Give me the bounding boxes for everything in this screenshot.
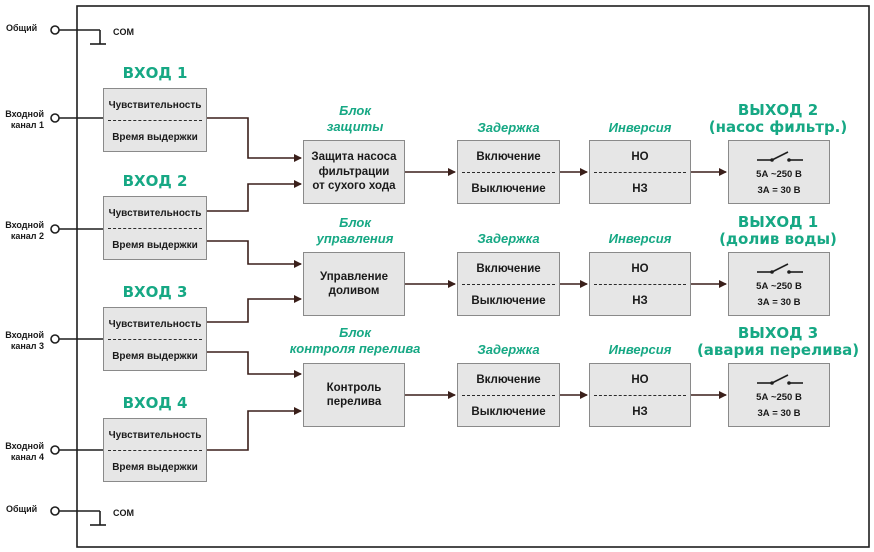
- terminal-common-bottom: [50, 506, 60, 516]
- output-2-relay-box: 5А ~250 В 3А = 30 В: [728, 140, 830, 204]
- input-channel-2-label: Входной канал 2: [5, 220, 44, 242]
- delay-2-box: Включение Выключение: [457, 252, 560, 316]
- output-2-spec-ac: 5А ~250 В: [756, 169, 802, 180]
- divider: [108, 450, 202, 451]
- divider: [462, 172, 555, 173]
- module-frame: [76, 5, 870, 548]
- divider: [108, 120, 202, 121]
- inversion-1-title: Инверсия: [608, 120, 672, 135]
- input-2-box: Чувствительность Время выдержки: [103, 196, 207, 260]
- block-control-box: Управление доливом: [303, 252, 405, 316]
- divider: [108, 339, 202, 340]
- divider: [462, 284, 555, 285]
- input-2-sensitivity: Чувствительность: [108, 207, 202, 219]
- common-label-top: Общий: [6, 23, 38, 33]
- inversion-1-box: НО НЗ: [589, 140, 691, 204]
- block-control-title: Блок управления: [316, 215, 394, 246]
- output-1-spec-ac: 5А ~250 В: [756, 281, 802, 292]
- delay-2-off: Выключение: [471, 295, 546, 307]
- delay-3-box: Включение Выключение: [457, 363, 560, 427]
- delay-1-title: Задержка: [477, 120, 540, 135]
- divider: [108, 228, 202, 229]
- input-channel-1-label: Входной канал 1: [5, 109, 44, 131]
- input-2-hold-time: Время выдержки: [112, 239, 198, 251]
- inversion-2-box: НО НЗ: [589, 252, 691, 316]
- delay-3-title: Задержка: [477, 342, 540, 357]
- delay-1-on: Включение: [476, 151, 541, 163]
- input-channel-4-label: Входной канал 4: [5, 441, 44, 463]
- block-overflow-box: Контроль перелива: [303, 363, 405, 427]
- com-label-bottom: COM: [113, 508, 134, 518]
- delay-3-off: Выключение: [471, 406, 546, 418]
- input-4-title: ВХОД 4: [122, 394, 188, 412]
- inversion-3-box: НО НЗ: [589, 363, 691, 427]
- input-1-hold-time: Время выдержки: [112, 131, 198, 143]
- divider: [594, 284, 686, 285]
- input-1-sensitivity: Чувствительность: [108, 99, 202, 111]
- inversion-2-nc: НЗ: [632, 295, 648, 307]
- terminal-ch4: [50, 445, 60, 455]
- input-4-hold-time: Время выдержки: [112, 461, 198, 473]
- inversion-2-title: Инверсия: [608, 231, 672, 246]
- block-protection-box: Защита насоса фильтрации от сухого хода: [303, 140, 405, 204]
- inversion-3-nc: НЗ: [632, 406, 648, 418]
- delay-1-box: Включение Выключение: [457, 140, 560, 204]
- divider: [594, 172, 686, 173]
- output-1-relay-box: 5А ~250 В 3А = 30 В: [728, 252, 830, 316]
- relay-contact-icon: [757, 263, 803, 274]
- output-2-spec-dc: 3А = 30 В: [757, 185, 801, 196]
- block-protection-title: Блок защиты: [326, 103, 384, 134]
- divider: [594, 395, 686, 396]
- inversion-2-no: НО: [631, 263, 649, 275]
- input-channel-3-label: Входной канал 3: [5, 330, 44, 352]
- output-2-title: ВЫХОД 2 (насос фильтр.): [708, 101, 848, 137]
- terminal-ch2: [50, 224, 60, 234]
- input-3-title: ВХОД 3: [122, 283, 188, 301]
- output-3-title: ВЫХОД 3 (авария перелива): [696, 324, 860, 360]
- output-1-title: ВЫХОД 1 (долив воды): [719, 213, 837, 249]
- delay-3-on: Включение: [476, 374, 541, 386]
- output-1-spec-dc: 3А = 30 В: [757, 297, 801, 308]
- terminal-ch1: [50, 113, 60, 123]
- common-label-bottom: Общий: [6, 504, 38, 514]
- input-3-hold-time: Время выдержки: [112, 350, 198, 362]
- output-3-spec-ac: 5А ~250 В: [756, 392, 802, 403]
- relay-contact-icon: [757, 151, 803, 162]
- input-3-sensitivity: Чувствительность: [108, 318, 202, 330]
- output-3-spec-dc: 3А = 30 В: [757, 408, 801, 419]
- com-label-top: COM: [113, 27, 134, 37]
- input-2-title: ВХОД 2: [122, 172, 188, 190]
- delay-1-off: Выключение: [471, 183, 546, 195]
- block-overflow-title: Блок контроля перелива: [289, 325, 421, 356]
- input-1-title: ВХОД 1: [122, 64, 188, 82]
- divider: [462, 395, 555, 396]
- delay-2-on: Включение: [476, 263, 541, 275]
- inversion-3-no: НО: [631, 374, 649, 386]
- input-4-sensitivity: Чувствительность: [108, 429, 202, 441]
- input-4-box: Чувствительность Время выдержки: [103, 418, 207, 482]
- inversion-1-no: НО: [631, 151, 649, 163]
- input-3-box: Чувствительность Время выдержки: [103, 307, 207, 371]
- inversion-3-title: Инверсия: [608, 342, 672, 357]
- relay-contact-icon: [757, 374, 803, 385]
- input-1-box: Чувствительность Время выдержки: [103, 88, 207, 152]
- terminal-ch3: [50, 334, 60, 344]
- output-3-relay-box: 5А ~250 В 3А = 30 В: [728, 363, 830, 427]
- inversion-1-nc: НЗ: [632, 183, 648, 195]
- delay-2-title: Задержка: [477, 231, 540, 246]
- terminal-common-top: [50, 25, 60, 35]
